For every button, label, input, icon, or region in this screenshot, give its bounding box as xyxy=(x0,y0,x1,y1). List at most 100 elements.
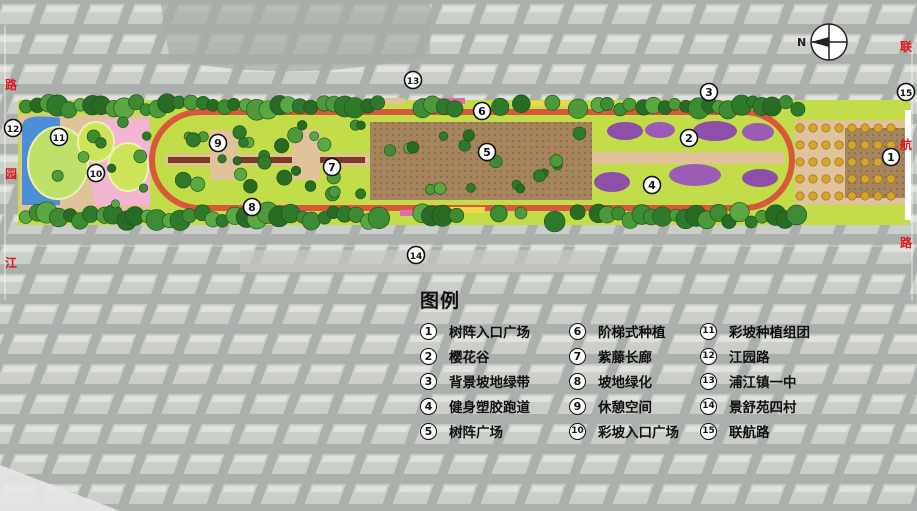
legend-number-badge: 12 xyxy=(700,347,717,365)
legend-number-badge: 3 xyxy=(420,372,437,390)
tree-icon xyxy=(370,95,386,111)
map-marker-number: 8 xyxy=(248,201,256,214)
tree-icon xyxy=(808,140,818,150)
tree-icon xyxy=(491,97,510,116)
legend-label: 彩坡入口广场 xyxy=(598,425,679,441)
legend-label: 彩坡种植组团 xyxy=(729,325,810,341)
tree-icon xyxy=(106,163,117,173)
tree-icon xyxy=(328,185,341,198)
tree-icon xyxy=(873,123,883,133)
legend-label: 阶梯式种植 xyxy=(598,325,666,341)
legend-label: 江园路 xyxy=(729,350,770,366)
tree-icon xyxy=(860,157,870,167)
tree-icon xyxy=(142,131,152,141)
tree-icon xyxy=(512,94,531,113)
tree-icon xyxy=(174,171,192,189)
sakura-valley xyxy=(594,121,778,192)
tree-icon xyxy=(181,208,197,224)
tree-icon xyxy=(808,157,818,167)
tree-icon xyxy=(795,140,805,150)
legend-number-badge: 10 xyxy=(569,422,586,440)
map-marker-number: 11 xyxy=(53,134,66,144)
tree-icon xyxy=(778,95,793,110)
compass-north-letter: N xyxy=(797,36,806,49)
legend-label: 景舒苑四村 xyxy=(729,400,797,416)
tree-icon xyxy=(297,120,308,131)
tree-icon xyxy=(309,131,320,142)
legend-label: 紫藤长廊 xyxy=(598,350,652,366)
map-marker-number: 9 xyxy=(214,137,222,150)
map-marker-number: 7 xyxy=(328,161,336,174)
tree-icon xyxy=(274,138,290,154)
legend-label: 健身塑胶跑道 xyxy=(449,400,530,416)
legend-item: 12 江园路 xyxy=(700,345,770,367)
tree-icon xyxy=(383,144,396,157)
legend-number-badge: 11 xyxy=(700,322,717,340)
tree-icon xyxy=(206,98,220,112)
tree-icon xyxy=(138,183,149,193)
tree-icon xyxy=(847,140,857,150)
tree-icon xyxy=(243,179,258,194)
tree-icon xyxy=(847,174,857,184)
map-marker: 6 xyxy=(472,101,492,121)
tree-icon xyxy=(860,191,870,201)
tree-icon xyxy=(514,206,528,220)
legend-item: 5 树阵广场 xyxy=(420,420,503,442)
tree-icon xyxy=(821,174,831,184)
tree-icon xyxy=(133,149,147,164)
legend-number-badge: 8 xyxy=(569,372,586,390)
tree-icon xyxy=(834,140,844,150)
map-marker-number: 2 xyxy=(685,132,693,145)
tree-icon xyxy=(668,97,681,111)
legend-label: 树阵广场 xyxy=(449,425,503,441)
tree-icon xyxy=(117,116,129,128)
tree-icon xyxy=(544,94,561,111)
legend-label: 背景坡地绿带 xyxy=(449,375,530,391)
map-marker-number: 3 xyxy=(705,86,713,99)
tree-icon xyxy=(304,180,317,192)
north-compass: N xyxy=(797,23,848,61)
tree-icon xyxy=(171,95,186,110)
tree-icon xyxy=(622,97,637,112)
map-marker-number: 15 xyxy=(900,89,913,99)
tree-icon xyxy=(462,129,475,142)
tree-icon xyxy=(821,123,831,133)
tree-icon xyxy=(466,183,476,193)
legend-number-badge: 4 xyxy=(420,397,437,415)
tree-icon xyxy=(795,123,805,133)
road-char: 园 xyxy=(5,167,18,181)
tree-icon xyxy=(821,157,831,167)
map-marker-number: 4 xyxy=(648,179,656,192)
map-marker-number: 1 xyxy=(887,151,895,164)
tree-icon xyxy=(303,99,319,115)
map-marker: 9 xyxy=(208,133,228,153)
legend-item: 3 背景坡地绿带 xyxy=(420,370,530,392)
tree-icon xyxy=(795,157,805,167)
tree-icon xyxy=(190,176,206,192)
tree-icon xyxy=(821,140,831,150)
tree-icon xyxy=(458,139,471,152)
legend-label: 樱花谷 xyxy=(449,350,490,366)
map-marker: 5 xyxy=(477,142,497,162)
legend-number-badge: 5 xyxy=(420,422,437,440)
tree-icon xyxy=(128,94,145,111)
legend-item: 11 彩坡种植组团 xyxy=(700,320,810,342)
tree-icon xyxy=(77,151,90,163)
map-marker-number: 13 xyxy=(407,77,420,87)
tree-icon xyxy=(786,204,807,226)
tree-icon xyxy=(549,154,563,168)
legend-label: 联航路 xyxy=(729,425,770,441)
tree-icon xyxy=(317,137,332,152)
map-marker: 7 xyxy=(322,157,342,177)
map-marker: 3 xyxy=(699,82,719,102)
tree-icon xyxy=(515,183,526,194)
map-marker: 2 xyxy=(679,128,699,148)
tree-icon xyxy=(847,157,857,167)
tree-icon xyxy=(873,157,883,167)
legend-number-badge: 13 xyxy=(700,372,717,390)
